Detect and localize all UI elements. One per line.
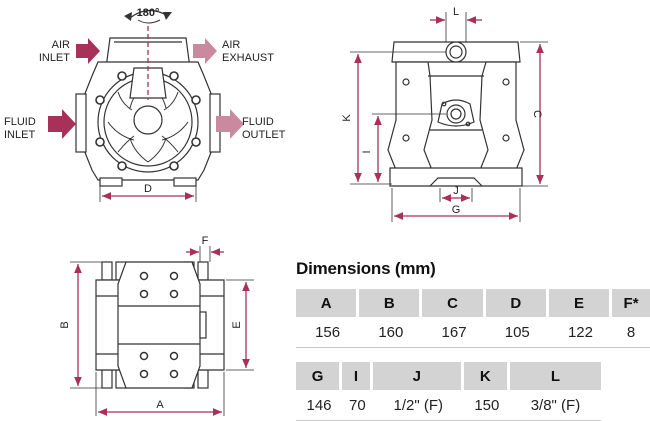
dim-l-label: L [453, 6, 459, 18]
table-cell: 150 [463, 390, 510, 421]
dimension-g [391, 188, 521, 222]
dimension-f [186, 246, 224, 262]
dimension-k [350, 51, 446, 185]
dim-k-label: K [341, 114, 353, 122]
side-view-drawing [387, 41, 525, 187]
table-header-cell: L [509, 362, 601, 390]
dim-b-label: B [59, 321, 71, 328]
dimensions-table-2: G I J K L 146 70 1/2" (F) 150 3/8" (F) [296, 362, 601, 421]
air-inlet-label-line1: AIR [52, 39, 70, 51]
rotation-indicator [124, 9, 172, 100]
air-exhaust-arrow [193, 38, 217, 64]
dimension-j [439, 188, 473, 202]
table-header-cell: E [548, 289, 613, 317]
dimension-a [95, 372, 225, 416]
table-header-cell: I [342, 362, 373, 390]
table-header-cell: K [463, 362, 510, 390]
dimension-d [99, 182, 197, 202]
table-row: 146 70 1/2" (F) 150 3/8" (F) [296, 390, 601, 421]
air-exhaust-label-line2: EXHAUST [222, 52, 274, 64]
fluid-inlet-label-line1: FLUID [4, 116, 36, 128]
dimensions-title: Dimensions (mm) [296, 259, 436, 278]
dimension-i [372, 113, 446, 182]
table-cell: 8 [612, 317, 650, 348]
dim-g-label: G [452, 204, 461, 216]
air-inlet-label-line2: INLET [39, 52, 70, 64]
table-header-cell: A [296, 289, 360, 317]
table-header-cell: D [485, 289, 549, 317]
dim-c-label: C [531, 110, 543, 118]
table-cell: 122 [548, 317, 613, 348]
table-header-cell: G [296, 362, 343, 390]
table-cell: 70 [342, 390, 373, 421]
air-inlet-arrow [76, 38, 100, 64]
dim-d-label: D [144, 183, 152, 195]
fluid-inlet-arrow [48, 109, 76, 139]
table-header-row: G I J K L [296, 362, 601, 390]
dimension-c [520, 41, 548, 187]
table-header-row: A B C D E F* [296, 289, 650, 317]
dim-e-label: E [231, 321, 243, 328]
dimension-e [226, 279, 254, 371]
fluid-inlet-label-line2: INLET [4, 129, 35, 141]
air-exhaust-label-line1: AIR [222, 39, 240, 51]
dimension-l [430, 12, 482, 42]
bottom-view-drawing [95, 261, 225, 389]
table-cell: 156 [296, 317, 360, 348]
fluid-outlet-arrow [216, 109, 244, 139]
table-header-cell: J [372, 362, 464, 390]
dim-a-label: A [156, 399, 164, 411]
front-view-drawing [75, 37, 221, 187]
dimension-b [70, 261, 102, 389]
table-header-cell: B [359, 289, 423, 317]
fluid-outlet-label-line1: FLUID [242, 116, 274, 128]
fluid-outlet-label-line2: OUTLET [242, 129, 286, 141]
table-cell: 160 [359, 317, 423, 348]
dim-j-label: J [453, 185, 459, 197]
table-header-cell: F* [612, 289, 650, 317]
dim-i-label: I [361, 150, 373, 153]
table-cell: 146 [296, 390, 343, 421]
rotation-label: 180° [137, 7, 160, 19]
dim-f-label: F [202, 235, 209, 247]
table-cell: 105 [485, 317, 549, 348]
table-cell: 167 [422, 317, 486, 348]
table-header-cell: C [422, 289, 486, 317]
table-cell: 1/2" (F) [372, 390, 464, 421]
table-cell: 3/8" (F) [509, 390, 601, 421]
dimensions-table-1: A B C D E F* 156 160 167 105 122 8 [296, 289, 650, 348]
table-row: 156 160 167 105 122 8 [296, 317, 650, 348]
